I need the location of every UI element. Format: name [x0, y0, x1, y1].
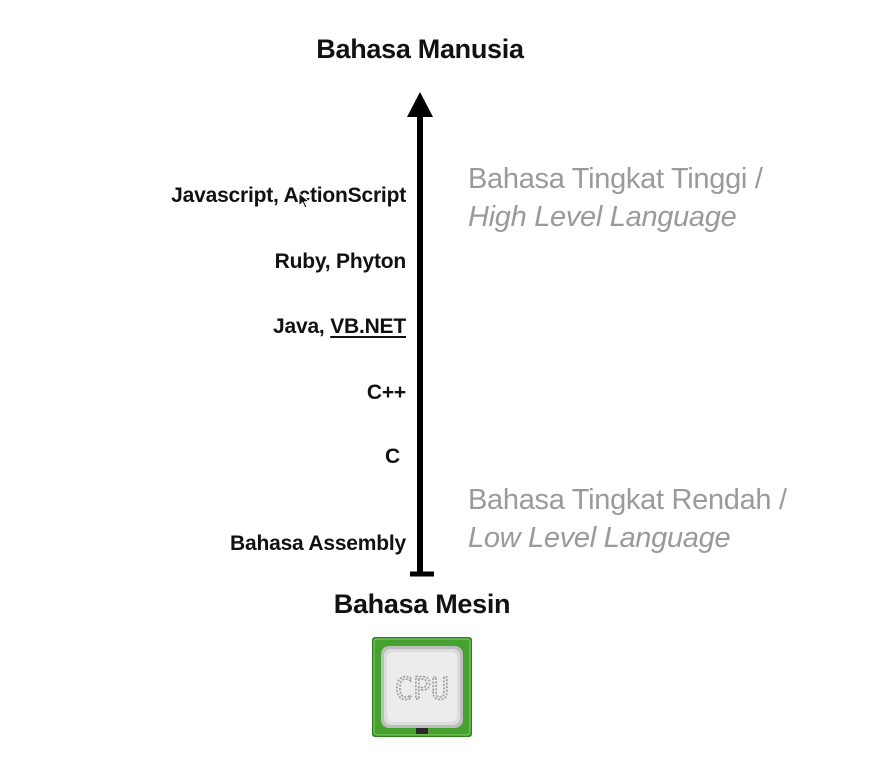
arrow-head-icon	[407, 92, 433, 117]
high-level-id: Bahasa Tingkat Tinggi /	[468, 163, 763, 195]
mouse-cursor-icon	[298, 192, 311, 209]
language-c: C	[385, 445, 400, 468]
language-cpp: C++	[366, 381, 406, 404]
language-java-prefix: Java,	[273, 315, 331, 338]
cpu-label: CPU	[395, 672, 449, 707]
high-level-en: High Level Language	[468, 201, 737, 233]
language-assembly: Bahasa Assembly	[230, 532, 406, 555]
language-vbnet: VB.NET	[330, 315, 406, 338]
low-level-id: Bahasa Tingkat Rendah /	[468, 484, 787, 516]
language-javascript: Javascript, ActionScript	[171, 184, 406, 207]
low-level-en: Low Level Language	[468, 522, 731, 554]
cpu-chip-icon: CPU	[372, 637, 472, 737]
bottom-label: Bahasa Mesin	[333, 589, 511, 619]
language-java: Java, VB.NET	[273, 315, 406, 339]
top-label: Bahasa Manusia	[316, 34, 524, 64]
high-level-label: Bahasa Tingkat Tinggi / High Level Langu…	[468, 160, 763, 236]
language-ruby: Ruby, Phyton	[274, 250, 407, 273]
low-level-label: Bahasa Tingkat Rendah / Low Level Langua…	[468, 481, 787, 557]
